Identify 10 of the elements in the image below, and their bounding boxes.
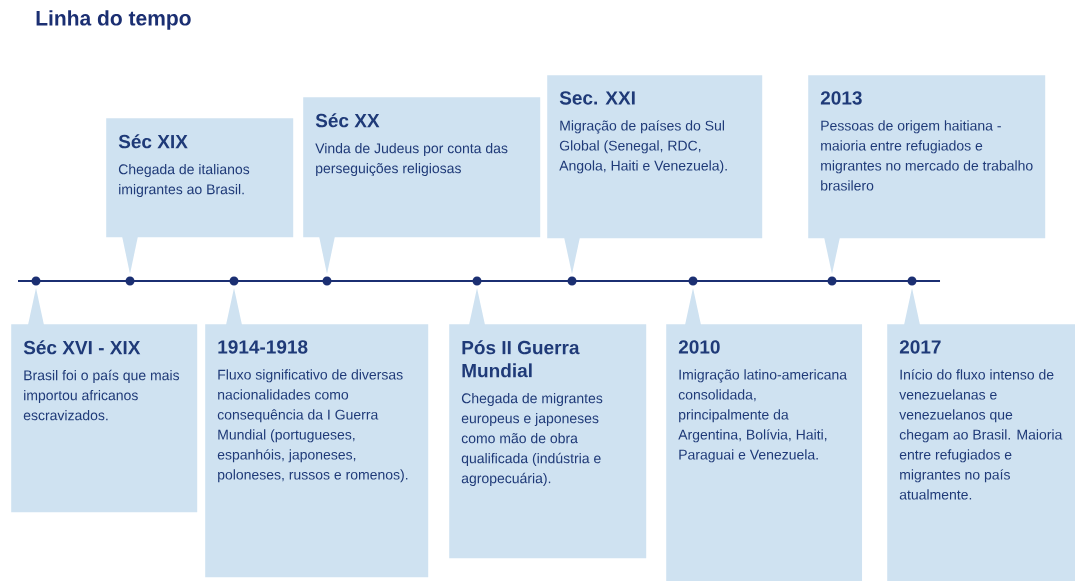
callout-box: Sec. XXI Migração de países do Sul Global (Senegal, RDC, Angola, Haiti e Venezuela). [547, 75, 763, 274]
heading: Linha do tempo [36, 10, 191, 30]
callout-box: 1914-1918 Fluxo significativo de diversas nacionalidades como consequência da I Guerra Mundial (portugueses, espanhóis, japoneses, poloneses, russos e romenos). [205, 288, 429, 578]
callout-box: Séc XX Vinda de Judeus por conta das perseguições religiosas [303, 97, 541, 274]
callout-box: 2013 Pessoas de origem haitiana - maioria entre refugiados e migrantes no mercado de trabalho brasilero [808, 75, 1046, 274]
callout-box: Séc XVI - XIX Brasil foi o país que mais importou africanos escravizados. [11, 288, 198, 513]
callout-box: 2017 Início do fluxo intenso de venezuelanas e venezuelanos que chegam ao Brasil. Maioria entre refugiados e migrantes no país atualmente. [887, 288, 1075, 581]
callout-box: Séc XIX Chegada de italianos imigrantes ao Brasil. [106, 118, 294, 274]
callout-box: 2010 Imigração latino-americana consolidada, principalmente da Argentina, Bolívia, Haiti, Paraguai e Venezuela. [666, 288, 863, 581]
callout-box: Pós II Guerra Mundial Chegada de migrantes europeus e japoneses como mão de obra qualificada (indústria e agropecuária). [449, 288, 647, 559]
